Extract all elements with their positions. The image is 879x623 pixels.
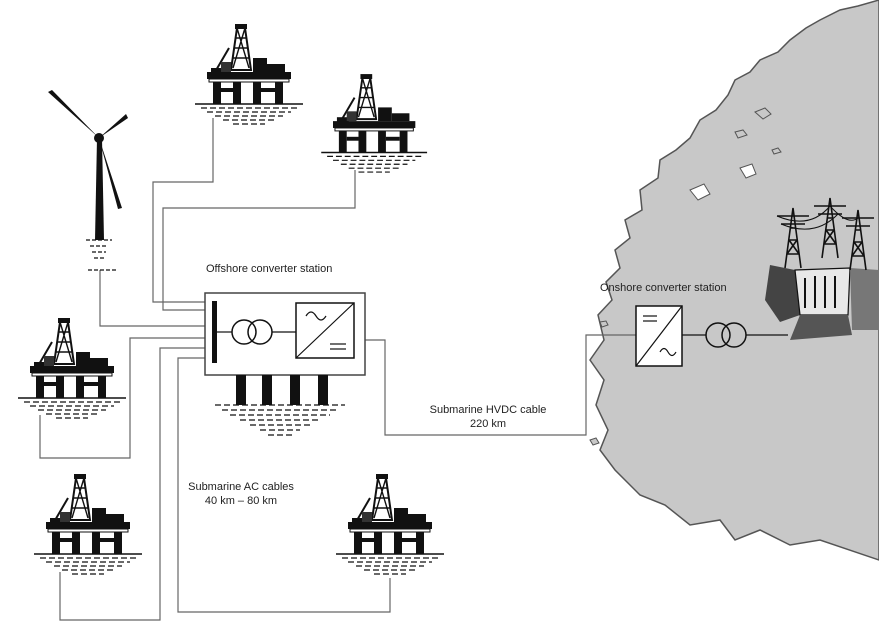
oil-platform-icon [335, 473, 445, 575]
ac-cable-lines [39, 118, 391, 621]
oil-platform-icon [33, 473, 143, 575]
onshore-station-label: Onshore converter station [600, 282, 727, 294]
ac-cables-length: 40 km – 80 km [204, 495, 278, 507]
oil-platform-icon [17, 317, 127, 419]
hydro-dam-icon [765, 265, 879, 340]
hvdc-cable-label: Submarine HVDC cable 220 km [408, 403, 568, 431]
offshore-station-label: Offshore converter station [206, 263, 333, 275]
ac-dc-converter-icon [635, 305, 683, 367]
hvdc-cable-length: 220 km [469, 418, 507, 430]
coastline-land [589, 0, 879, 561]
offshore-converter-station [204, 292, 366, 436]
hvdc-cable-name: Submarine HVDC cable [429, 404, 547, 416]
oil-platform-icon [194, 23, 304, 125]
transmission-pylon-icon [776, 197, 875, 271]
ac-dc-converter-icon [295, 302, 355, 359]
oil-platform-icon [320, 73, 429, 174]
ac-cables-label: Submarine AC cables 40 km – 80 km [176, 480, 306, 508]
hvdc-cable-line [365, 334, 636, 436]
wind-turbine-icon [48, 90, 128, 271]
onshore-converter-station [635, 305, 788, 367]
ac-cables-name: Submarine AC cables [188, 481, 294, 493]
